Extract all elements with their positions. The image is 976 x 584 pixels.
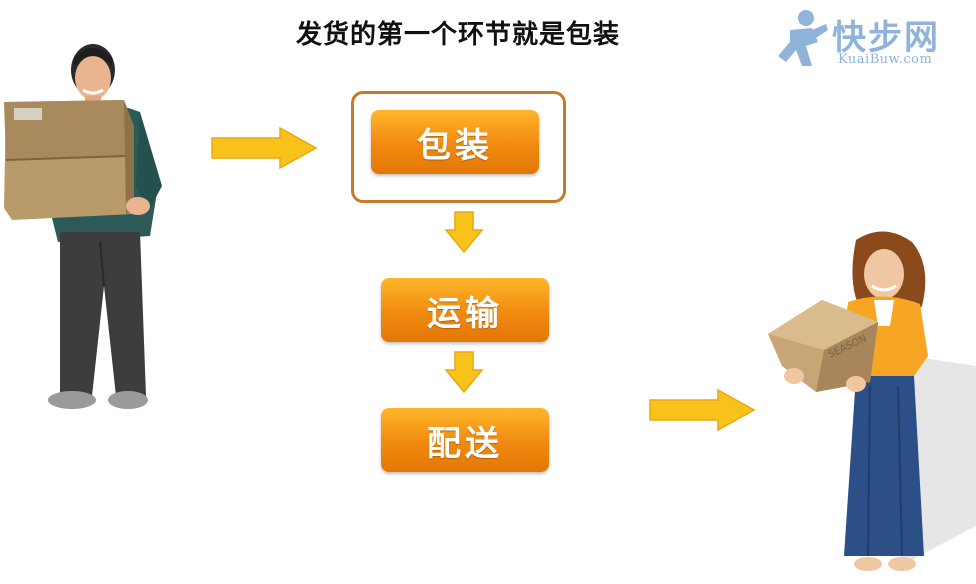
page-title: 发货的第一个环节就是包装 [295, 20, 620, 50]
woman-holding-box: SEASON [768, 231, 976, 571]
man-holding-box [4, 44, 162, 409]
runner-logo-icon [778, 10, 828, 66]
arrow-right-icon [649, 388, 756, 432]
arrow-down-icon [444, 351, 484, 394]
arrow-right-icon [211, 126, 318, 170]
step-packaging: 包装 [371, 110, 539, 174]
highlight-frame [351, 91, 566, 203]
arrow-down-icon [444, 211, 484, 254]
logo-url: KuaiBuw.com [838, 52, 933, 67]
step-transport: 运输 [381, 278, 549, 342]
step-delivery: 配送 [381, 408, 549, 472]
site-logo: 快步网 KuaiBuw.com [772, 8, 972, 70]
logo-name: 快步网 [832, 18, 940, 58]
